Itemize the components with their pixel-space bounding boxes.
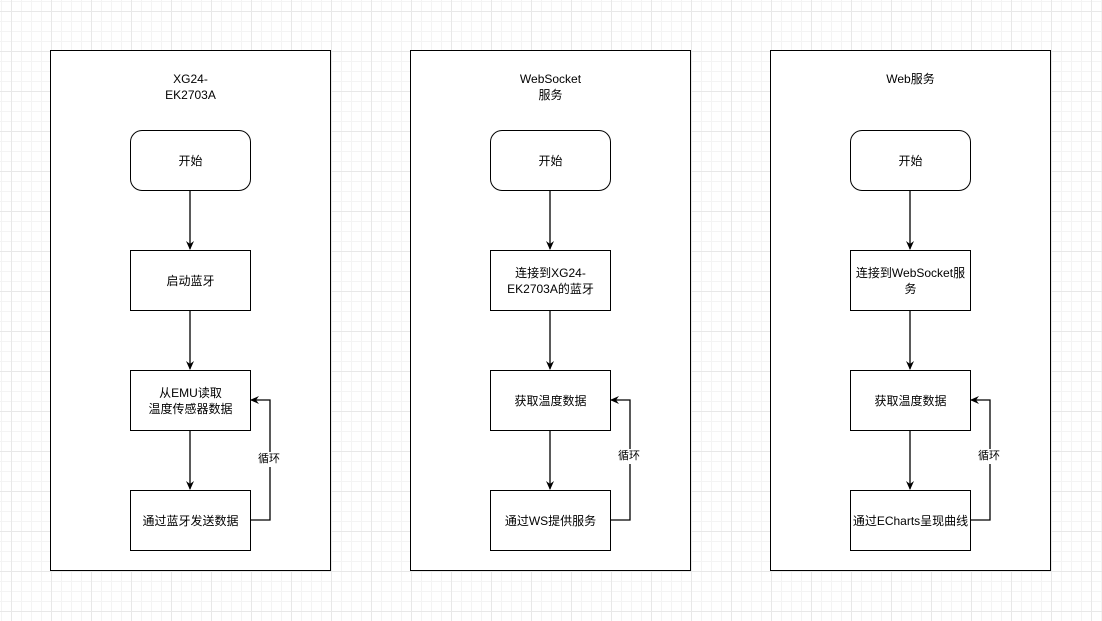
- node-start[interactable]: 开始: [130, 130, 251, 191]
- node-start[interactable]: 开始: [850, 130, 971, 191]
- lane-xg24: XG24- EK2703A 开始 启动蓝牙 从EMU读取 温度传感器数据 通过蓝…: [50, 50, 331, 571]
- node-render-echarts[interactable]: 通过ECharts呈现曲线: [850, 490, 971, 551]
- node-start-bluetooth[interactable]: 启动蓝牙: [130, 250, 251, 311]
- node-get-temperature[interactable]: 获取温度数据: [490, 370, 611, 431]
- lane-web: Web服务 开始 连接到WebSocket服 务 获取温度数据 通过EChart…: [770, 50, 1051, 571]
- lane-websocket: WebSocket 服务 开始 连接到XG24- EK2703A的蓝牙 获取温度…: [410, 50, 691, 571]
- lane-title: WebSocket 服务: [519, 72, 582, 102]
- node-serve-ws[interactable]: 通过WS提供服务: [490, 490, 611, 551]
- node-send-bluetooth[interactable]: 通过蓝牙发送数据: [130, 490, 251, 551]
- loop-label: 循环: [618, 449, 640, 464]
- node-read-sensor[interactable]: 从EMU读取 温度传感器数据: [130, 370, 251, 431]
- node-connect-bluetooth[interactable]: 连接到XG24- EK2703A的蓝牙: [490, 250, 611, 311]
- loop-label: 循环: [978, 449, 1000, 464]
- node-connect-websocket[interactable]: 连接到WebSocket服 务: [850, 250, 971, 311]
- loop-label: 循环: [258, 452, 280, 467]
- node-get-temperature[interactable]: 获取温度数据: [850, 370, 971, 431]
- lane-title: XG24- EK2703A: [165, 72, 216, 102]
- node-start[interactable]: 开始: [490, 130, 611, 191]
- lane-title: Web服务: [886, 72, 935, 86]
